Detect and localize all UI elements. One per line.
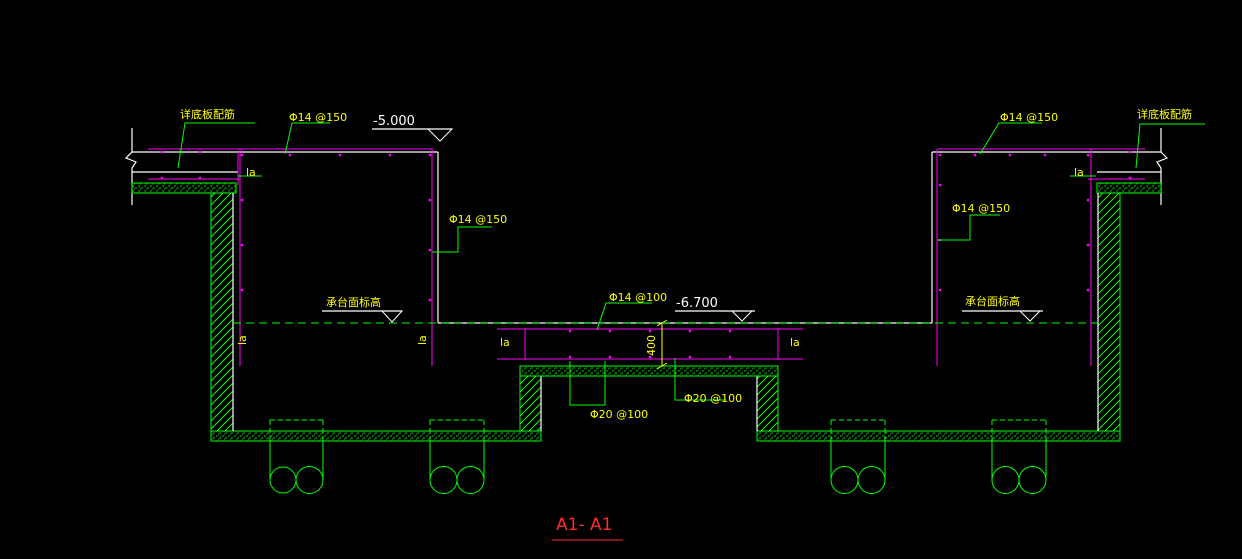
anchorage-label-6: la [1074, 166, 1084, 179]
anchorage-label-5: la [790, 336, 800, 349]
leader-lines [177, 122, 1205, 541]
slab-label-right: 详底板配筋 [1137, 107, 1192, 121]
elevation-top-left: -5.000 [373, 114, 415, 129]
rebar-label-wall-left: Φ14 @150 [449, 213, 507, 226]
pile-right-1 [830, 419, 886, 494]
right-structure [756, 128, 1169, 494]
rebar-label-center-top: Φ14 @100 [609, 291, 667, 304]
rebar-label-center-bottom-left: Φ20 @100 [590, 408, 648, 421]
elevation-center: -6.700 [676, 296, 718, 311]
rebar-dots-left [160, 150, 432, 302]
rebar-dots-right [938, 150, 1132, 292]
dimension-400: 400 [645, 335, 658, 356]
slab-label-left: 详底板配筋 [180, 107, 235, 121]
rebar-label-wall-right: Φ14 @150 [952, 202, 1010, 215]
anchorage-label-4: la [500, 336, 510, 349]
pile-right-2 [991, 419, 1047, 494]
rebar-label-top-left: Φ14 @150 [289, 111, 347, 124]
rebar-label-center-bottom-right: Φ20 @100 [684, 392, 742, 405]
section-title: A1- A1 [556, 515, 612, 535]
anchorage-label-2: la [236, 335, 249, 345]
anchorage-label-1: la [246, 166, 256, 179]
rebar-label-top-right: Φ14 @150 [1000, 111, 1058, 124]
rebar-dots-center [568, 329, 732, 359]
cap-label-right: 承台面标高 [965, 294, 1020, 308]
cap-label-left: 承台面标高 [326, 295, 381, 309]
pile-left-2 [429, 419, 485, 494]
center-pit [438, 319, 932, 377]
pile-left-1 [269, 419, 324, 494]
left-structure [124, 128, 542, 494]
anchorage-label-3: la [416, 335, 429, 345]
